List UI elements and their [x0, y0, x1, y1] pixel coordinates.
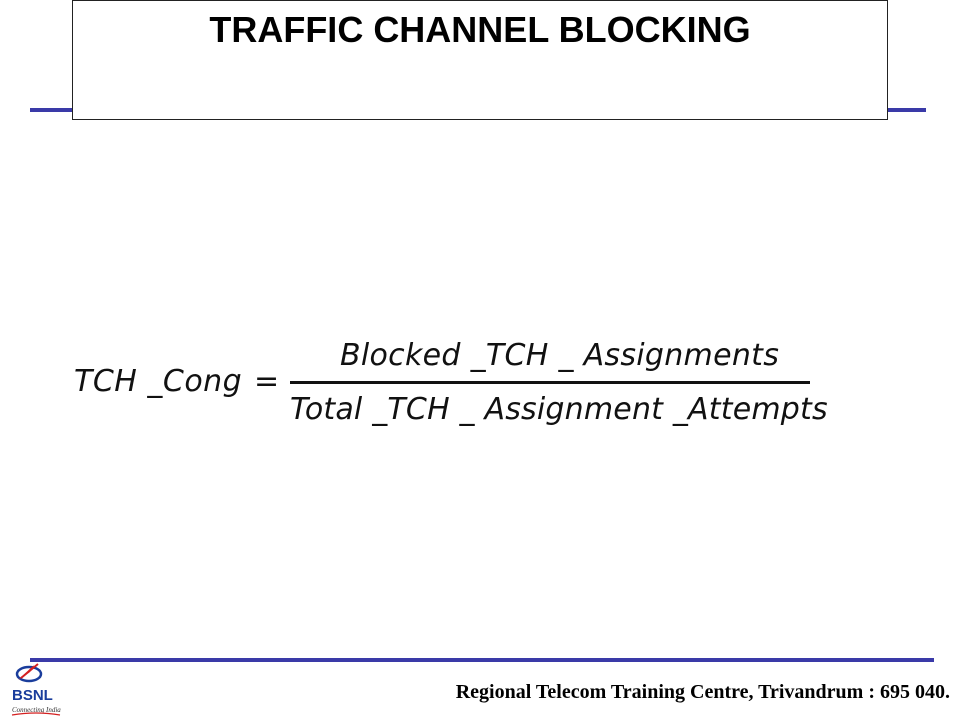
footer-rule	[30, 658, 934, 662]
formula-numerator: Blocked _TCH _ Assignments	[340, 338, 780, 373]
bsnl-logo-icon: BSNL Connecting India	[8, 662, 68, 718]
formula-equals: =	[254, 364, 280, 399]
fraction-bar	[290, 381, 810, 384]
page-title: TRAFFIC CHANNEL BLOCKING	[209, 9, 751, 50]
title-box: TRAFFIC CHANNEL BLOCKING	[72, 0, 888, 120]
footer-text: Regional Telecom Training Centre, Trivan…	[455, 681, 950, 703]
logo-tagline: Connecting India	[12, 706, 61, 714]
formula-lhs: TCH _Cong	[74, 364, 243, 399]
formula-denominator: Total _TCH _ Assignment _Attempts	[290, 392, 828, 427]
formula: TCH _Cong = Blocked _TCH _ Assignments T…	[72, 334, 832, 444]
logo-brand: BSNL	[12, 687, 53, 704]
logo-mark	[15, 663, 43, 683]
